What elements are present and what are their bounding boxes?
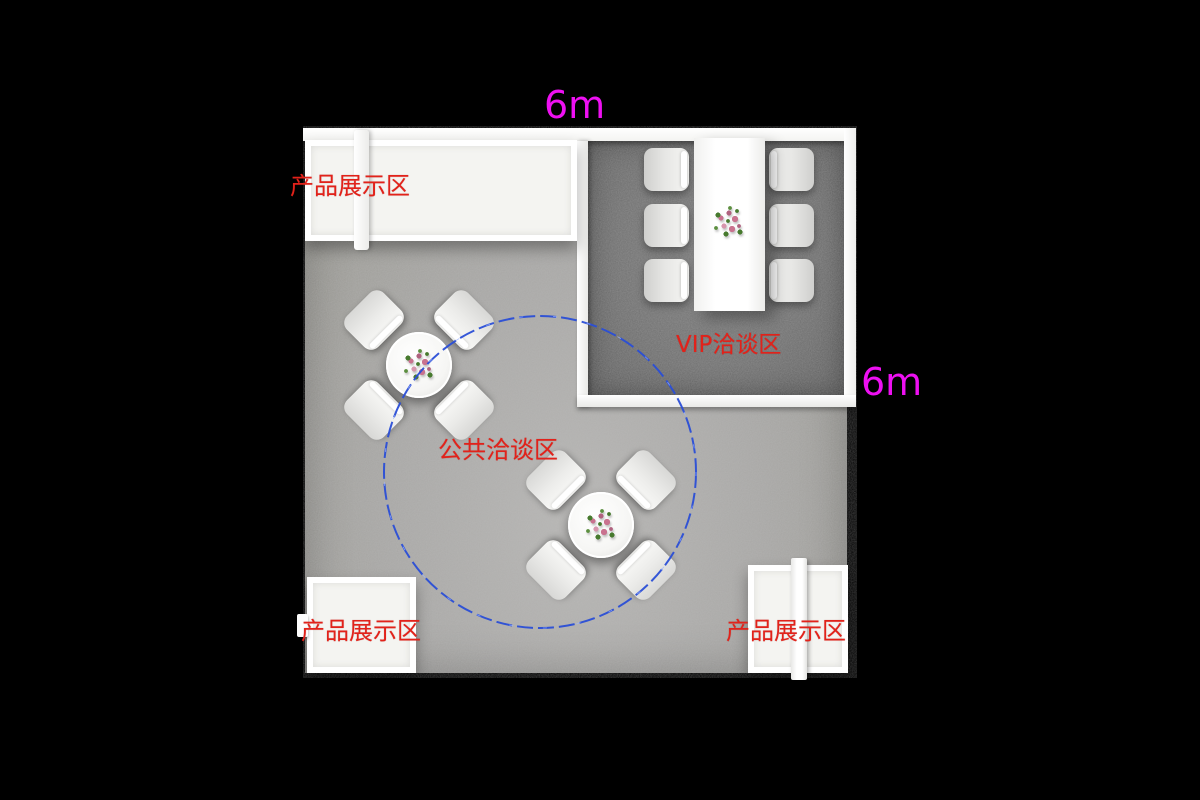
vip-chair [644, 204, 689, 247]
vip-bottom-wall [577, 395, 856, 407]
round-table [568, 492, 634, 558]
booth-top-wall [303, 128, 855, 141]
vip-chair [644, 148, 689, 191]
round-table [386, 332, 452, 398]
label-product-display-bottom-right: 产品展示区 [726, 617, 846, 645]
vip-right-wall [844, 128, 856, 407]
vip-chair [769, 148, 814, 191]
label-public-area: 公共洽谈区 [438, 436, 558, 464]
display-counter-left-tab [297, 614, 308, 637]
display-counter-strip [791, 558, 807, 680]
vip-chair [644, 259, 689, 302]
label-product-display-top-left: 产品展示区 [290, 172, 410, 200]
display-counter-divider [354, 130, 369, 250]
dimension-label-top: 6m [544, 83, 606, 127]
vip-chair [769, 204, 814, 247]
round-table-group [339, 285, 499, 445]
vip-chair [769, 259, 814, 302]
dimension-label-right: 6m [861, 360, 923, 404]
label-vip-area: VIP洽谈区 [676, 332, 782, 358]
vip-left-wall [577, 141, 588, 407]
conference-table [694, 138, 765, 311]
round-table-group [521, 445, 681, 605]
display-counter-top-left [305, 140, 577, 241]
label-product-display-bottom-left: 产品展示区 [301, 617, 421, 645]
